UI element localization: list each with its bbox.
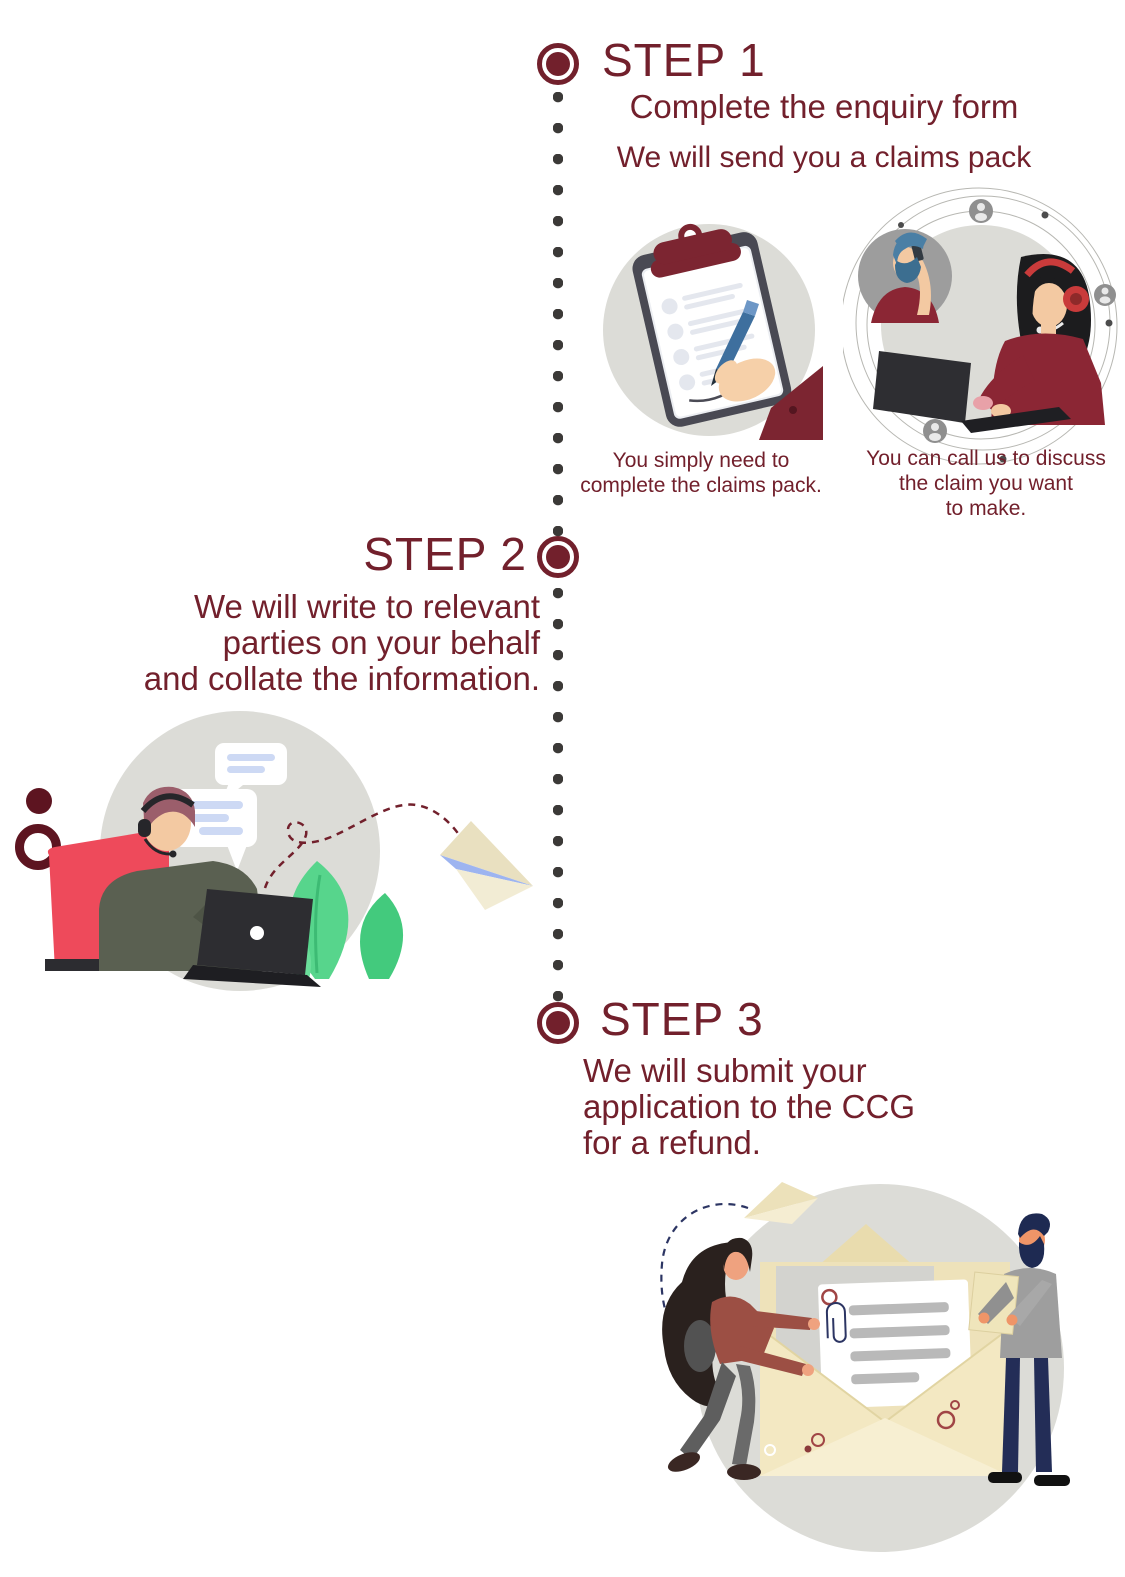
step-3-title: STEP 3 [600,993,764,1045]
open-envelope-icon [759,1224,1011,1476]
bag [684,1320,716,1372]
step-3-body: We will submit your application to the C… [583,1052,916,1161]
step-1-caption-left: You simply need to complete the claims p… [580,449,822,498]
woman-figure [662,1237,820,1480]
agent-woman-figure [973,254,1105,425]
hair [1018,1213,1050,1238]
decor-bubbles [764,1400,960,1456]
timeline-dots-segment-1 [553,92,563,557]
dashed-flight-path [660,1202,749,1353]
step-1-subtitle-2: We will send you a claims pack [616,141,1032,174]
support-agent-laptop-illustration [45,711,533,991]
decor-filled-circle [26,788,52,814]
laptop-icon [183,889,321,987]
step-1-title: STEP 1 [602,34,766,86]
headset-band [140,793,195,814]
step-2-body: We will write to relevant parties on you… [143,588,540,697]
beard [1018,1236,1045,1268]
writing-hand-with-pen-icon [711,300,823,440]
agent-blouse [991,333,1105,425]
step-2-marker-dot [546,545,570,569]
avatar-icons [923,199,1116,443]
clipboard-form-illustration [603,223,823,440]
timeline-dots-segment-2 [553,588,563,1022]
step-1-caption-right: You can call us to discuss the claim you… [866,447,1106,521]
dashed-flight-path [263,803,465,889]
call-centre-agent-illustration [843,187,1118,465]
headset-band [1024,258,1076,278]
man-figure [968,1213,1070,1486]
step-1-subtitle-1: Complete the enquiry form [629,88,1019,125]
paper-plane-icon [744,1182,818,1224]
envelope-application-illustration [660,1182,1070,1552]
caller-beard [895,257,921,283]
application-letter [818,1279,973,1409]
shoe [988,1472,1022,1483]
pants [1002,1358,1020,1472]
step-3-marker-dot [546,1011,570,1035]
shoe [667,1452,701,1472]
shoe [1034,1475,1070,1486]
step-1-marker-dot [546,52,570,76]
step-1-marker-icon [537,43,579,85]
mic-arm [143,838,173,856]
paper-plane-icon [440,821,533,910]
shoe [727,1464,761,1480]
headset-earcup [138,819,151,837]
paperclip-icon [825,1301,847,1343]
step-2-title: STEP 2 [363,528,527,580]
step-3-marker-icon [537,1002,579,1044]
caller-inset-circle [858,229,952,323]
step-2-marker-icon [537,536,579,578]
laptop-icon [873,351,1071,433]
pants [680,1362,736,1460]
